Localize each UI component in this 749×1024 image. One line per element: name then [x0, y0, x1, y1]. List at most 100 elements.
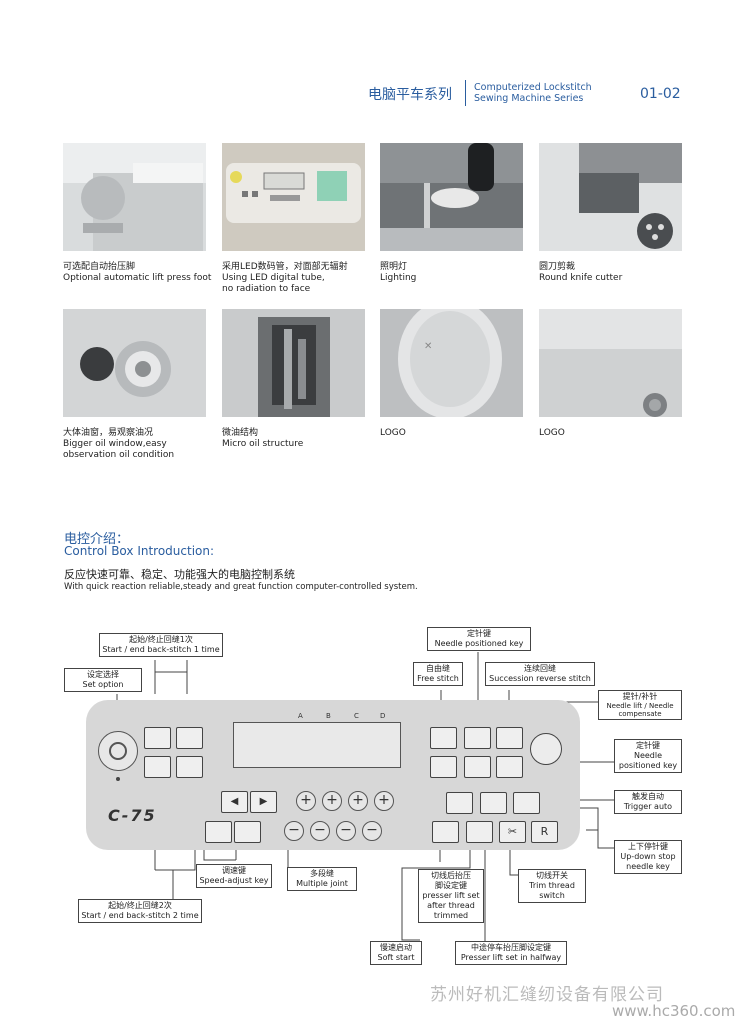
needle-lift-button[interactable]: [530, 733, 562, 765]
callout-en: Start / end back-stitch 2 time: [81, 911, 199, 920]
halfway-stop-key[interactable]: [480, 792, 507, 814]
callout-free-stitch: 自由缝 Free stitch: [413, 662, 463, 686]
caption-en: Micro oil structure: [222, 439, 304, 449]
control-desc-cn: 反应快速可靠、稳定、功能强大的电脑控制系统: [64, 568, 295, 581]
caption-cn: 微油结构: [222, 428, 259, 438]
callout-en-2: compensate: [618, 710, 662, 718]
minus-b-button[interactable]: −: [310, 821, 330, 841]
trigger-auto-key[interactable]: [513, 792, 540, 814]
callout-cn: 慢速启动: [380, 943, 412, 952]
callout-cn: 上下停针键: [628, 842, 668, 851]
photo-logo-front: [539, 309, 682, 417]
callout-en: Succession reverse stitch: [489, 674, 591, 683]
photo-lighting: [380, 143, 523, 251]
callout-cn: 设定选择: [87, 670, 119, 679]
succession-reverse-key[interactable]: [496, 727, 523, 749]
pattern-key[interactable]: [464, 756, 491, 778]
soft-start-key[interactable]: [446, 792, 473, 814]
multi-stitch-key[interactable]: [430, 756, 457, 778]
photo-logo-side: ✕: [380, 309, 523, 417]
callout-speed-adjust: 调速键 Speed-adjust key: [196, 864, 272, 888]
speed-down-key[interactable]: ◀: [221, 791, 248, 813]
callout-cn: 提针/补针: [622, 692, 658, 701]
s-key[interactable]: [234, 821, 261, 843]
plus-d-button[interactable]: +: [374, 791, 394, 811]
caption-4: 圆刀剪裁 Round knife cutter: [539, 262, 699, 284]
presser-halfway-key[interactable]: [466, 821, 493, 843]
plus-b-button[interactable]: +: [322, 791, 342, 811]
callout-multiple-joint: 多段缝 Multiple joint: [287, 867, 357, 891]
header-divider: [465, 80, 466, 106]
callout-cn: 切线后抬压: [431, 871, 471, 880]
caption-1: 可选配自动抬压脚 Optional automatic lift press f…: [63, 262, 223, 284]
end-backstitch-key[interactable]: [176, 727, 203, 749]
caption-en: Round knife cutter: [539, 273, 623, 283]
page-number: 01-02: [640, 86, 681, 102]
caption-cn: 圆刀剪裁: [539, 262, 576, 272]
caption-en: Using LED digital tube,: [222, 273, 325, 283]
r-key[interactable]: R: [531, 821, 558, 843]
column-c-label: C: [354, 712, 359, 720]
callout-needle-lift: 提针/补针 Needle lift / Needle compensate: [598, 690, 682, 720]
start-backstitch-2-key[interactable]: [144, 756, 171, 778]
caption-6: 微油结构 Micro oil structure: [222, 428, 382, 450]
callout-cn: 触发自动: [632, 792, 664, 801]
caption-5: 大体油窗，易观察油况 Bigger oil window,easy observ…: [63, 428, 223, 461]
caption-cn: 大体油窗，易观察油况: [63, 428, 154, 438]
caption-7: LOGO: [380, 428, 540, 439]
minus-c-button[interactable]: −: [336, 821, 356, 841]
start-backstitch-key[interactable]: [144, 727, 171, 749]
callout-en: Trigger auto: [623, 802, 673, 811]
callout-en-2: switch: [539, 891, 565, 900]
watermark-company: 苏州好机汇缝纫设备有限公司: [430, 985, 664, 1005]
callout-trigger-auto: 触发自动 Trigger auto: [614, 790, 682, 814]
callout-en-2: after thread: [427, 901, 475, 910]
caption-en-2: no radiation to face: [222, 284, 311, 294]
trim-switch-key[interactable]: ✂: [499, 821, 526, 843]
callout-trim-switch: 切线开关 Trim thread switch: [518, 869, 586, 903]
callout-cn: 起始/终止回缝2次: [108, 901, 172, 910]
indicator-dot: [116, 777, 120, 781]
callout-cn: 中途停车抬压脚设定键: [471, 943, 551, 952]
callout-start-end-2: 起始/终止回缝2次 Start / end back-stitch 2 time: [78, 899, 202, 923]
speed-up-key[interactable]: ▶: [250, 791, 277, 813]
callout-cn-2: 脚设定键: [435, 881, 467, 890]
callout-cn: 多段缝: [310, 869, 334, 878]
callout-en: Multiple joint: [296, 879, 348, 888]
callout-cn: 切线开关: [536, 871, 568, 880]
presser-after-trim-key[interactable]: [432, 821, 459, 843]
minus-a-button[interactable]: −: [284, 821, 304, 841]
column-b-label: B: [326, 712, 331, 720]
callout-en: Speed-adjust key: [199, 876, 269, 885]
series-title-en-line2: Sewing Machine Series: [474, 93, 584, 104]
photo-micro-oil: [222, 309, 365, 417]
control-title-en: Control Box Introduction:: [64, 544, 215, 558]
callout-en: Needle: [633, 751, 663, 760]
callout-cn: 连续回缝: [524, 664, 556, 673]
callout-cn: 定针键: [467, 629, 491, 638]
callout-en: Free stitch: [417, 674, 459, 683]
needle-positioned-key[interactable]: [464, 727, 491, 749]
plus-a-button[interactable]: +: [296, 791, 316, 811]
callout-en: presser lift set: [422, 891, 480, 900]
power-icon[interactable]: [98, 731, 138, 771]
end-backstitch-2-key[interactable]: [176, 756, 203, 778]
plus-c-button[interactable]: +: [348, 791, 368, 811]
callout-presser-after-trim: 切线后抬压 脚设定键 presser lift set after thread…: [418, 869, 484, 923]
caption-en: Lighting: [380, 273, 417, 283]
callout-en-2: needle key: [626, 862, 670, 871]
callout-needle-positioned-right: 定针键 Needle positioned key: [614, 739, 682, 773]
callout-needle-positioned: 定针键 Needle positioned key: [427, 627, 531, 651]
callout-succession-reverse: 连续回缝 Succession reverse stitch: [485, 662, 595, 686]
p-key[interactable]: [205, 821, 232, 843]
callout-up-down-stop: 上下停针键 Up-down stop needle key: [614, 840, 682, 874]
callout-en: Needle positioned key: [434, 639, 524, 648]
free-stitch-key[interactable]: [430, 727, 457, 749]
model-label: C-75: [108, 806, 157, 825]
caption-cn: 可选配自动抬压脚: [63, 262, 136, 272]
needle-position-2-key[interactable]: [496, 756, 523, 778]
callout-cn: 定针键: [636, 741, 660, 750]
callout-cn: 调速键: [222, 866, 246, 875]
callout-cn: 起始/终止回缝1次: [129, 635, 193, 644]
minus-d-button[interactable]: −: [362, 821, 382, 841]
